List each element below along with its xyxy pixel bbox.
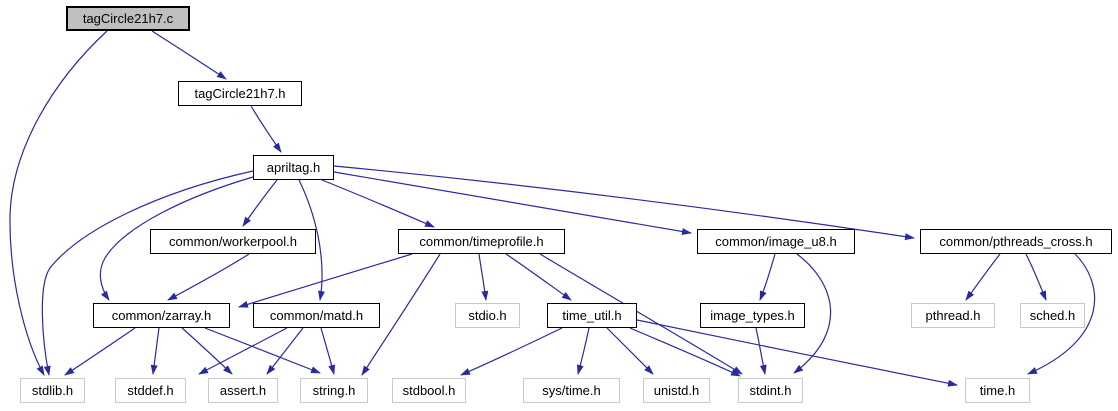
edge-time_util-h-to-time-h [636,319,958,387]
edge-apriltag-h-to-stdlib-h [41,170,254,376]
node-tagCircle21h7-c: tagCircle21h7.c [66,6,190,31]
node-time-h: time.h [965,378,1030,403]
edge-tagCircle21h7-c-to-tagCircle21h7-h [151,30,227,80]
edge-common-image_u8-h-to-stdint-h [793,253,832,374]
edge-apriltag-h-to-common-timeprofile-h [321,179,435,228]
node-common-zarray-h[interactable]: common/zarray.h [93,303,230,328]
edge-common-timeprofile-h-to-stdint-h [539,253,743,375]
node-common-pthreads_cross-h[interactable]: common/pthreads_cross.h [920,229,1112,254]
edge-common-pthreads_cross-h-to-pthread-h [965,253,1001,301]
edge-common-matd-h-to-string-h [320,327,336,375]
edge-common-timeprofile-h-to-stdio-h [478,253,489,301]
node-apriltag-h[interactable]: apriltag.h [253,155,334,180]
node-image_types-h[interactable]: image_types.h [700,303,805,328]
node-sys-time-h: sys/time.h [523,378,620,403]
edge-common-timeprofile-h-to-common-zarray-h [238,253,413,308]
node-common-image_u8-h[interactable]: common/image_u8.h [697,229,855,254]
edge-common-pthreads_cross-h-to-sched-h [1025,253,1047,301]
edge-tagCircle21h7-c-to-stdlib-h [9,30,108,376]
node-string-h: string.h [300,378,368,403]
node-common-workerpool-h[interactable]: common/workerpool.h [150,229,316,254]
node-stdint-h: stdint.h [738,378,803,403]
node-common-matd-h[interactable]: common/matd.h [253,303,380,328]
node-unistd-h: unistd.h [643,378,710,403]
edge-tagCircle21h7-h-to-apriltag-h [250,105,282,153]
edge-time_util-h-to-unistd-h [606,327,654,375]
edge-image_types-h-to-stdint-h [755,327,767,375]
edge-time_util-h-to-stdint-h [629,327,741,377]
node-stdbool-h: stdbool.h [392,378,466,403]
edge-common-zarray-h-to-stddef-h [150,327,160,375]
node-common-timeprofile-h[interactable]: common/timeprofile.h [398,229,565,254]
edge-common-matd-h-to-assert-h [266,327,304,375]
edge-common-zarray-h-to-string-h [204,327,321,374]
edge-common-matd-h-to-stddef-h [198,327,288,375]
edge-common-pthreads_cross-h-to-time-h [1027,253,1096,375]
edge-time_util-h-to-stdbool-h [460,327,563,376]
node-time_util-h[interactable]: time_util.h [547,303,637,328]
node-stdio-h: stdio.h [455,303,520,328]
edge-common-timeprofile-h-to-string-h [361,253,441,376]
node-pthread-h: pthread.h [911,303,995,328]
edge-common-workerpool-h-to-common-zarray-h [167,253,250,301]
node-assert-h: assert.h [208,378,278,403]
edge-common-image_u8-h-to-image_types-h [759,253,776,301]
edge-apriltag-h-to-common-workerpool-h [242,179,278,227]
edge-common-zarray-h-to-stdlib-h [64,327,136,376]
edge-common-timeprofile-h-to-time_util-h [505,253,572,301]
node-tagCircle21h7-h[interactable]: tagCircle21h7.h [178,81,302,106]
edge-apriltag-h-to-common-matd-h [298,179,325,301]
edge-common-zarray-h-to-assert-h [181,327,233,375]
node-stdlib-h: stdlib.h [20,378,85,403]
edge-apriltag-h-to-common-pthreads_cross-h [333,165,915,241]
edge-time_util-h-to-sys-time-h [576,327,590,375]
node-sched-h: sched.h [1020,303,1085,328]
node-stddef-h: stddef.h [115,378,186,403]
edge-apriltag-h-to-common-zarray-h [99,176,254,301]
